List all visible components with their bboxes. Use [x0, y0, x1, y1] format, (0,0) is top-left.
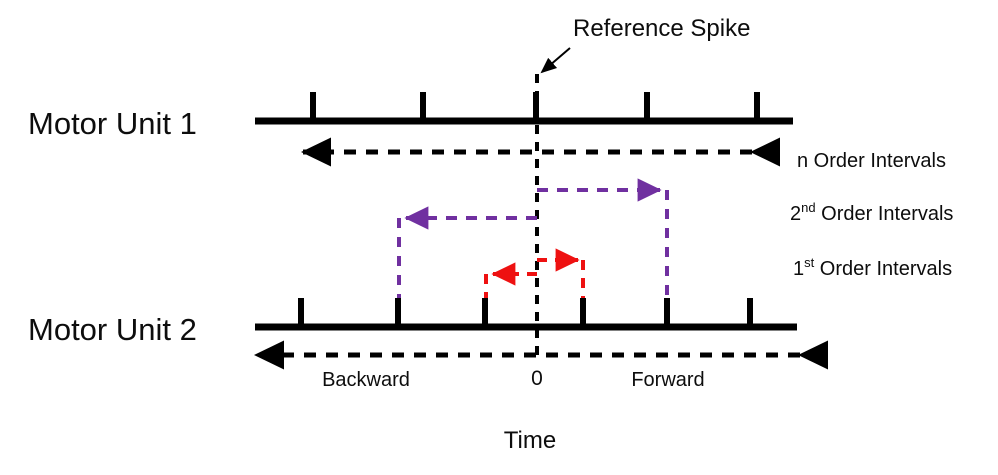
- legend-first-order-superscript: st: [804, 255, 815, 270]
- legend-second-order-superscript: nd: [801, 200, 815, 215]
- motor-unit-1-label: Motor Unit 1: [28, 106, 197, 141]
- reference-spike-callout: Reference Spike: [535, 15, 750, 356]
- backward-label: Backward: [322, 369, 410, 391]
- motor-unit-1-row: Motor Unit 1: [28, 92, 793, 141]
- time-axis: Backward 0 Forward Time: [253, 340, 828, 454]
- motor-unit-2-row: Motor Unit 2: [28, 298, 797, 347]
- legend-second-order-suffix: Order Intervals: [816, 203, 954, 225]
- legend-second-order-label: 2nd Order Intervals: [790, 200, 953, 225]
- legend-n-order-label: n Order Intervals: [797, 150, 946, 172]
- legend-first-order-prefix: 1: [793, 258, 804, 280]
- motor-unit-2-label: Motor Unit 2: [28, 312, 197, 347]
- motor-unit-2-spikes: [298, 298, 753, 327]
- n-order-interval-arrow: n Order Intervals: [300, 137, 946, 172]
- time-axis-title: Time: [504, 427, 556, 454]
- legend-second-order-prefix: 2: [790, 203, 801, 225]
- reference-spike-arrow-icon: [540, 47, 571, 74]
- first-order-interval-brackets: 1st Order Intervals: [484, 248, 952, 321]
- legend-first-order-label: 1st Order Intervals: [793, 255, 952, 280]
- legend-first-order-suffix: Order Intervals: [814, 258, 952, 280]
- zero-tick-label: 0: [531, 367, 543, 390]
- forward-label: Forward: [631, 369, 704, 391]
- reference-spike-label: Reference Spike: [573, 15, 750, 42]
